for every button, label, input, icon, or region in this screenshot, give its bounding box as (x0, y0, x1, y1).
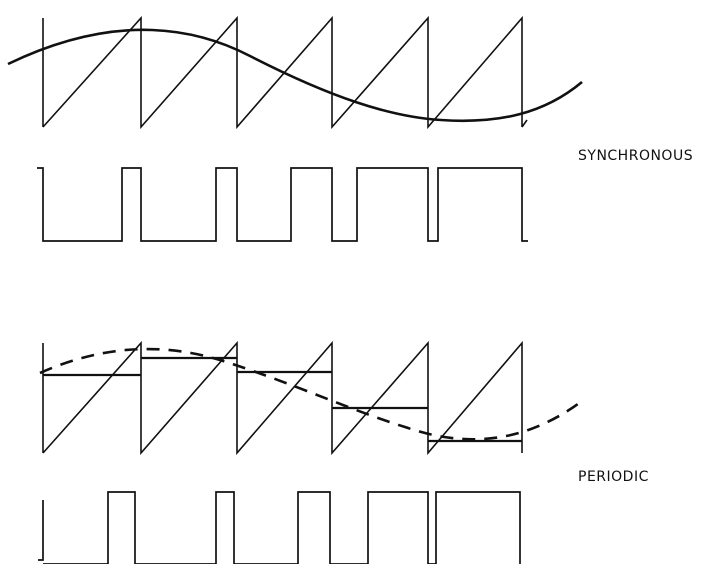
synchronous-label: SYNCHRONOUS (578, 148, 693, 164)
synchronous-sawtooth (42, 15, 528, 130)
synchronous-panel: SYNCHRONOUS (7, 15, 693, 242)
periodic-sawtooth (42, 340, 523, 456)
synchronous-signal-curve (7, 28, 583, 123)
synchronous-square-wave (37, 167, 528, 242)
periodic-square-wave (38, 491, 521, 564)
periodic-sample-hold-levels (43, 356, 522, 443)
periodic-label: PERIODIC (578, 469, 649, 485)
periodic-signal-dashed-curve (39, 347, 583, 441)
periodic-panel: PERIODIC (38, 340, 649, 564)
